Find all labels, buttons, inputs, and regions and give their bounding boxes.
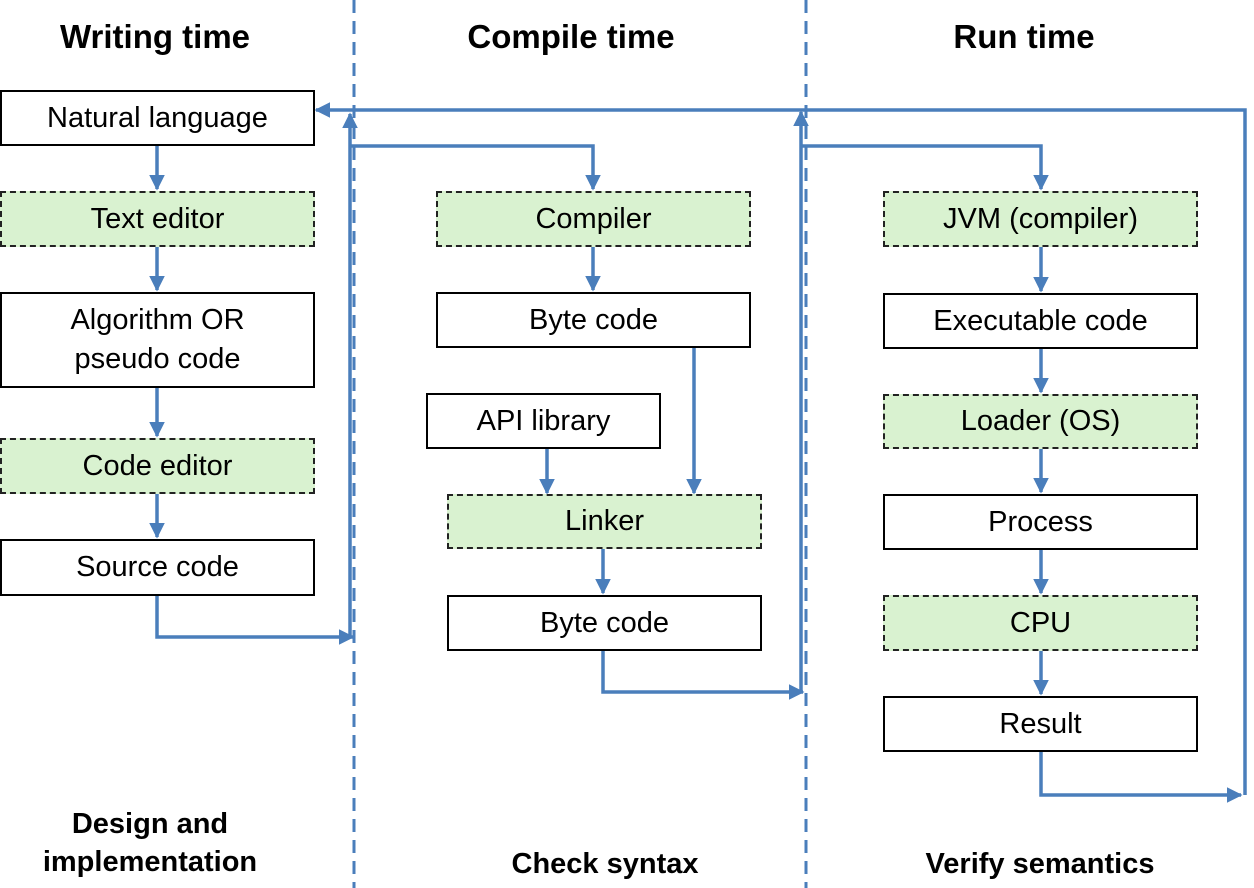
heading-writing-time: Writing time [59,18,251,55]
node-api-library: API library [426,393,661,449]
arrow-feedback-to-natural-language [314,102,1247,795]
arrow-result-to-right-edge [1039,752,1243,803]
node-linker: Linker [447,494,762,549]
node-compiler: Compiler [436,191,751,247]
node-result: Result [883,696,1198,752]
node-algorithm-or-pseudo-code: Algorithm OR pseudo code [0,292,315,388]
arrow-into-compiler [350,144,601,191]
node-jvm-compiler: JVM (compiler) [883,191,1198,247]
footer-verify-semantics: Verify semantics [925,848,1155,880]
footer-check-syntax: Check syntax [511,848,699,880]
node-code-editor: Code editor [0,438,315,494]
arrow-into-jvm [801,144,1049,191]
heading-compile-time: Compile time [467,18,675,55]
heading-run-time: Run time [953,18,1095,55]
arrow-byte-code-to-run-time [601,651,805,700]
node-natural-language: Natural language [0,90,315,146]
node-executable-code: Executable code [883,293,1198,349]
node-source-code: Source code [0,539,315,596]
node-byte-code-compiled: Byte code [436,292,751,348]
node-text-editor: Text editor [0,191,315,247]
arrow-source-to-compile-time [155,596,355,645]
node-process: Process [883,494,1198,550]
footer-design-and-implementation: Design and implementation [42,808,258,878]
node-cpu: CPU [883,595,1198,651]
node-loader-os: Loader (OS) [883,394,1198,449]
node-byte-code-linked: Byte code [447,595,762,651]
